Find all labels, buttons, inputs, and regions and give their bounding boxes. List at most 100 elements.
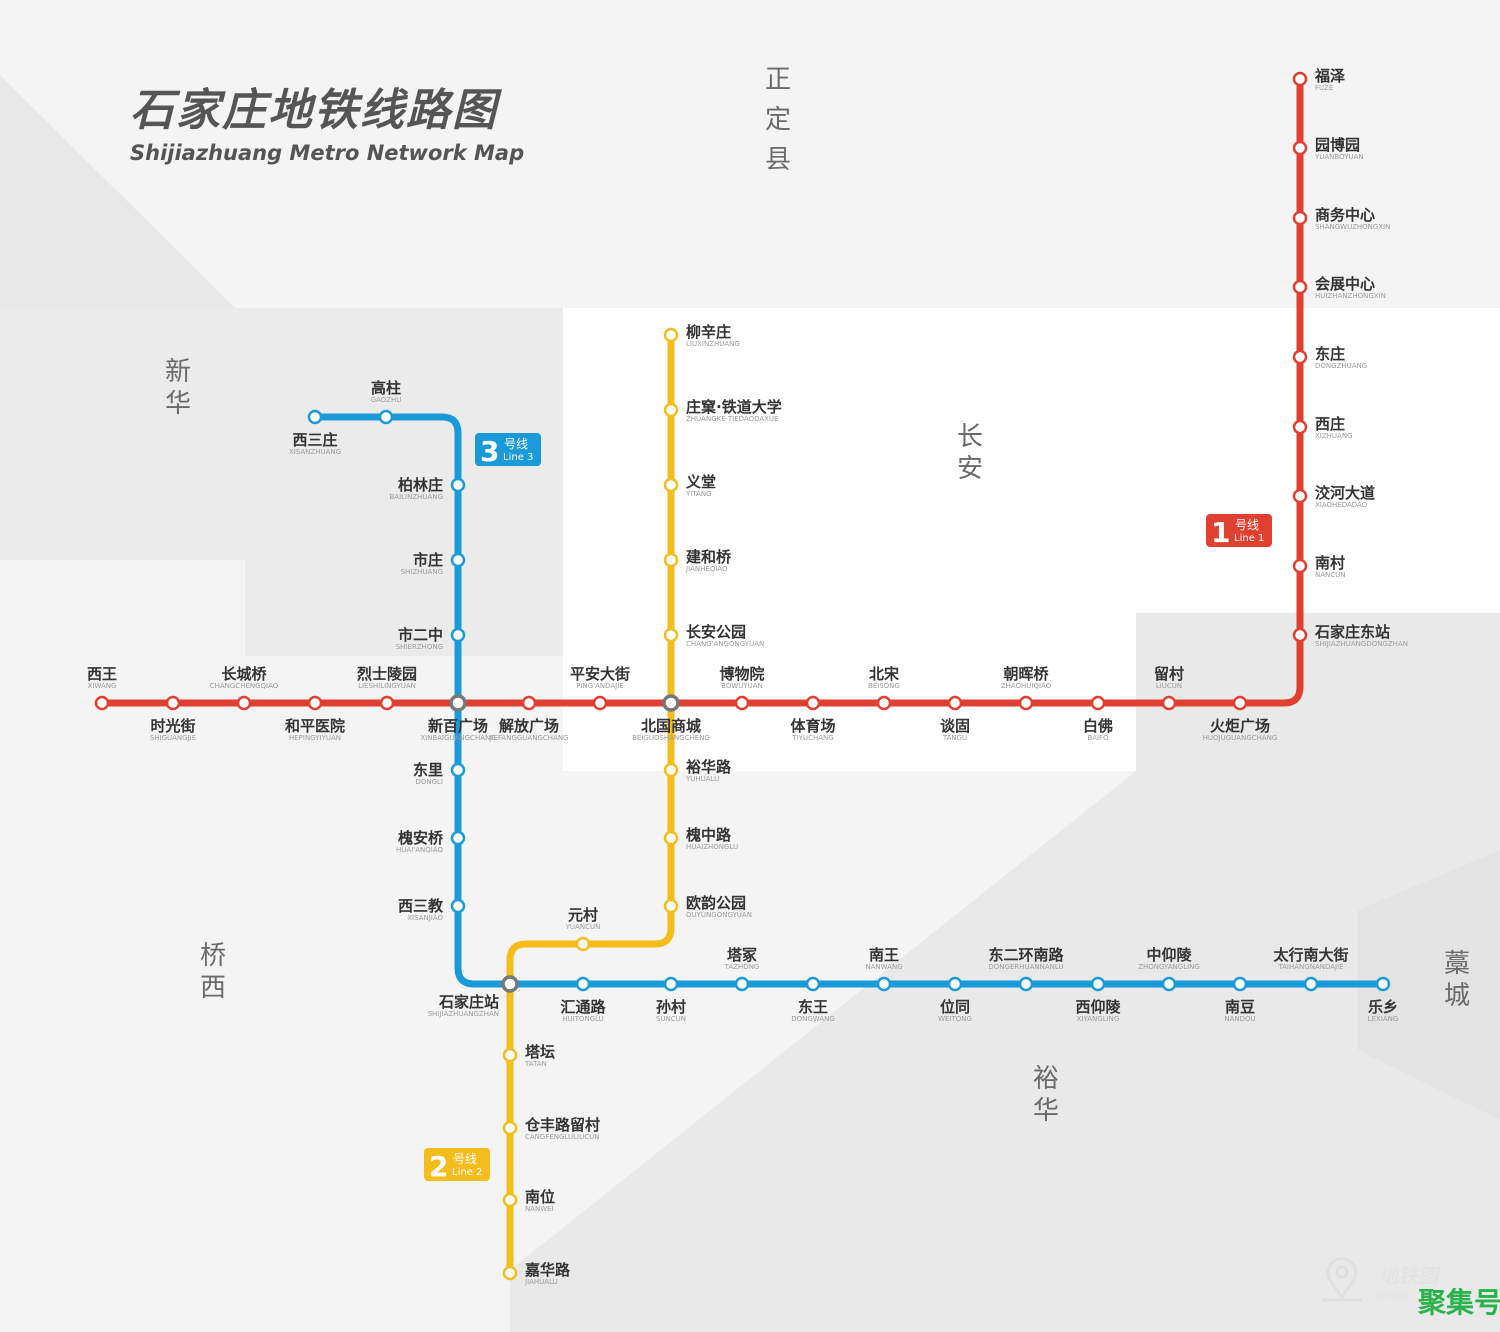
station-marker[interactable] (236, 695, 252, 711)
station-marker[interactable] (876, 976, 892, 992)
station-marker[interactable] (450, 627, 466, 643)
station-marker[interactable] (663, 402, 679, 418)
transfer-station-marker[interactable] (501, 975, 519, 993)
station-marker[interactable] (307, 695, 323, 711)
station-marker[interactable] (1292, 349, 1308, 365)
station-marker[interactable] (379, 695, 395, 711)
station-marker[interactable] (1292, 71, 1308, 87)
station-marker[interactable] (1018, 695, 1034, 711)
station-marker[interactable] (592, 695, 608, 711)
station-marker[interactable] (1292, 279, 1308, 295)
station-marker[interactable] (450, 552, 466, 568)
station-marker[interactable] (663, 976, 679, 992)
station-marker[interactable] (663, 627, 679, 643)
station-marker[interactable] (876, 695, 892, 711)
station-marker[interactable] (1292, 558, 1308, 574)
station-marker[interactable] (1161, 976, 1177, 992)
station-marker[interactable] (450, 762, 466, 778)
transfer-station-marker[interactable] (662, 694, 680, 712)
station-marker[interactable] (1292, 210, 1308, 226)
station-marker[interactable] (502, 1047, 518, 1063)
station-marker[interactable] (734, 695, 750, 711)
station-marker[interactable] (1161, 695, 1177, 711)
station-marker[interactable] (1292, 627, 1308, 643)
station-marker[interactable] (805, 976, 821, 992)
station-marker[interactable] (1292, 488, 1308, 504)
station-marker[interactable] (575, 976, 591, 992)
station-marker[interactable] (502, 1265, 518, 1281)
station-marker[interactable] (663, 762, 679, 778)
station-marker[interactable] (502, 1120, 518, 1136)
station-marker[interactable] (165, 695, 181, 711)
station-marker[interactable] (947, 695, 963, 711)
station-marker[interactable] (521, 695, 537, 711)
station-marker[interactable] (663, 477, 679, 493)
station-marker[interactable] (663, 830, 679, 846)
station-marker[interactable] (1232, 976, 1248, 992)
station-marker[interactable] (1375, 976, 1391, 992)
station-marker[interactable] (575, 936, 591, 952)
station-marker[interactable] (1090, 976, 1106, 992)
station-marker[interactable] (450, 898, 466, 914)
station-marker[interactable] (947, 976, 963, 992)
station-marker[interactable] (378, 409, 394, 425)
station-marker[interactable] (663, 327, 679, 343)
station-marker[interactable] (502, 1192, 518, 1208)
station-marker[interactable] (734, 976, 750, 992)
station-marker[interactable] (450, 477, 466, 493)
transfer-station-marker[interactable] (449, 694, 467, 712)
station-marker[interactable] (1090, 695, 1106, 711)
